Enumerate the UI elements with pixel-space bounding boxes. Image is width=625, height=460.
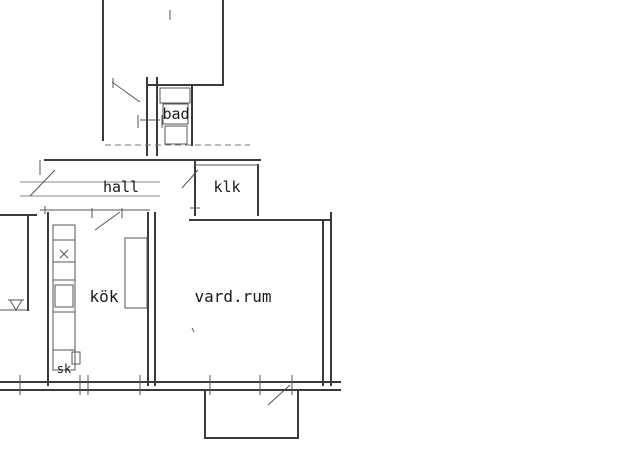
closet-walls (181, 159, 259, 216)
room-label-hall: hall (103, 178, 139, 196)
living-room-walls (154, 212, 332, 386)
balcony (204, 389, 299, 439)
upper-room-walls (102, 0, 224, 141)
room-label-klk: klk (213, 178, 240, 196)
west-room-walls (0, 214, 37, 311)
room-label-vardrum: vard.rum (194, 287, 271, 306)
bathroom-walls (111, 77, 224, 156)
south-exterior-wall (0, 375, 341, 406)
kitchen-walls (47, 212, 149, 386)
room-label-kok: kök (90, 287, 119, 306)
room-label-sk: sk (57, 362, 72, 376)
room-label-bad: bad (162, 105, 189, 123)
hall-walls (20, 144, 261, 231)
